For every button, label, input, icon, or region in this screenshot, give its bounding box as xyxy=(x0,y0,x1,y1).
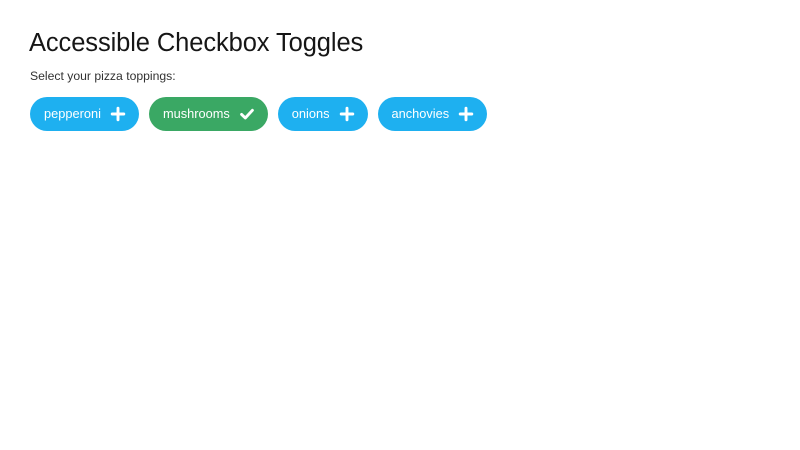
plus-icon xyxy=(339,106,355,122)
toppings-toggle-group: pepperoni mushrooms onions xyxy=(30,97,488,131)
plus-icon xyxy=(110,106,126,122)
toggle-pepperoni[interactable]: pepperoni xyxy=(30,97,139,131)
toggle-anchovies[interactable]: anchovies xyxy=(377,97,488,131)
check-icon xyxy=(239,106,255,122)
toggle-label: mushrooms xyxy=(162,105,230,121)
toggle-onions[interactable]: onions xyxy=(277,97,368,131)
toggle-mushrooms[interactable]: mushrooms xyxy=(148,97,268,131)
toggle-label: anchovies xyxy=(391,105,450,121)
toggle-label: onions xyxy=(291,105,330,121)
plus-icon xyxy=(458,106,474,122)
toppings-field-label: Select your pizza toppings: xyxy=(30,69,176,83)
page-title: Accessible Checkbox Toggles xyxy=(29,29,364,57)
toggle-label: pepperoni xyxy=(44,105,101,121)
